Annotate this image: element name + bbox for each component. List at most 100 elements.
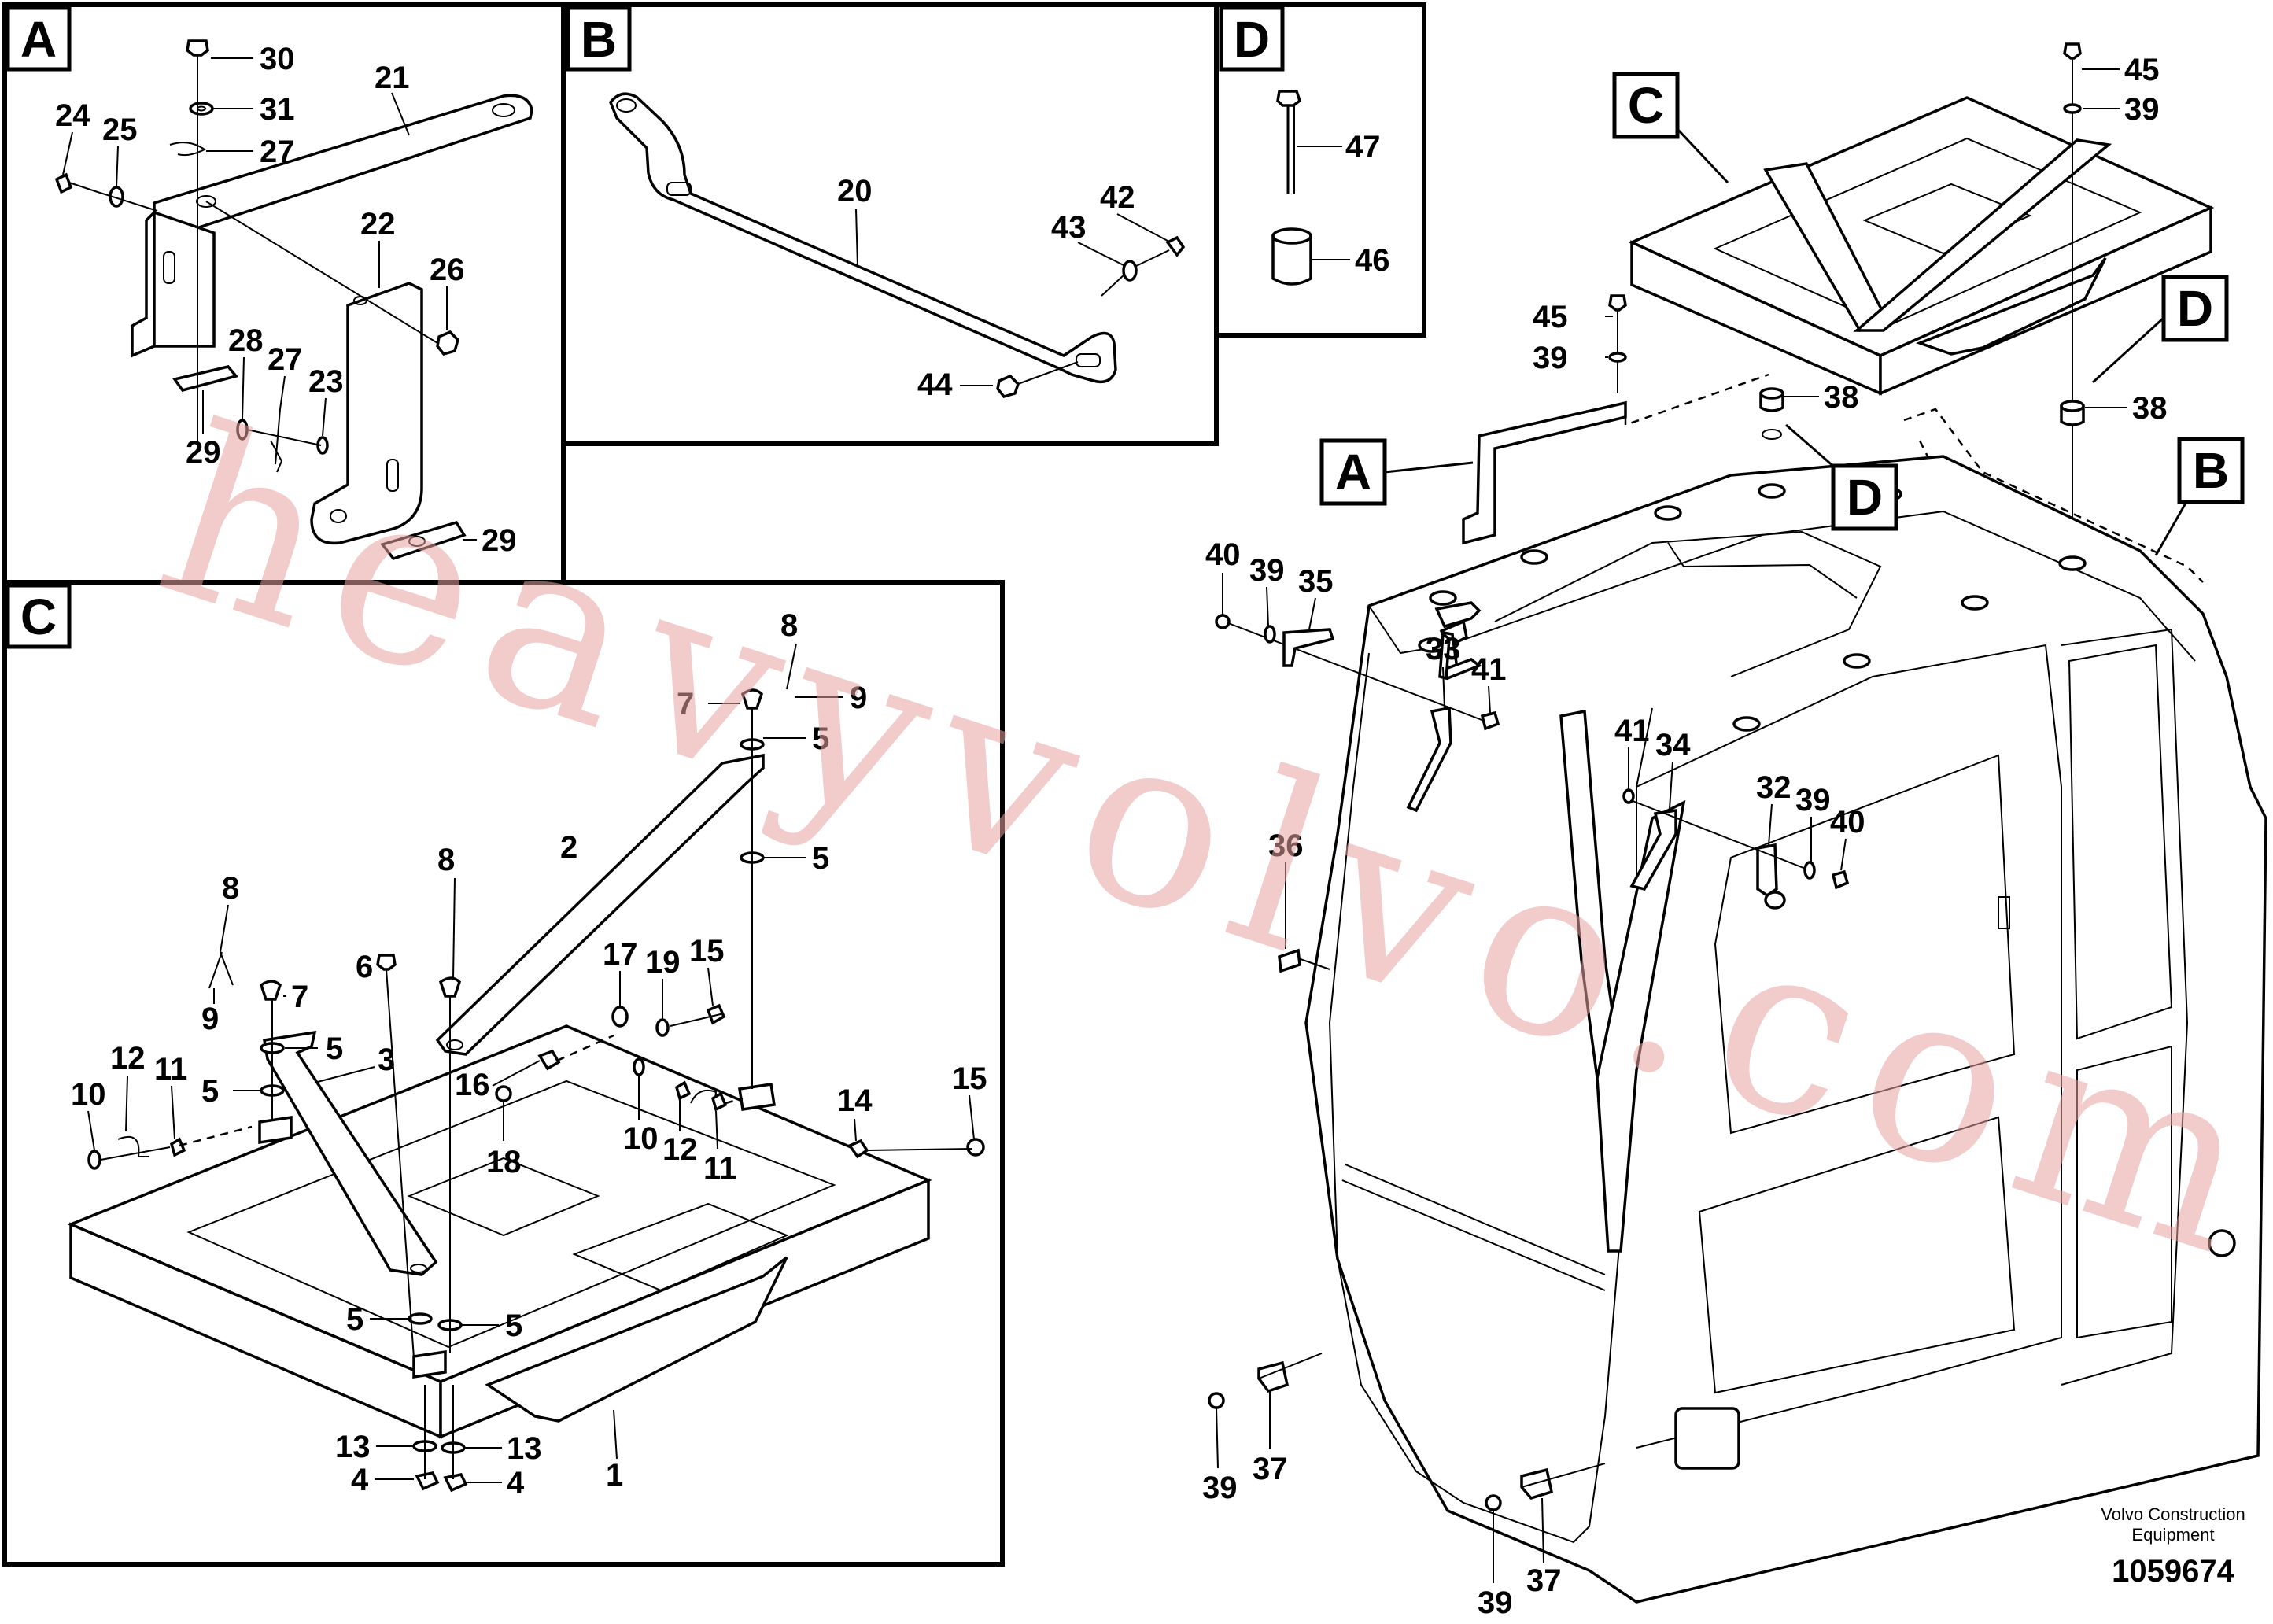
svg-text:5: 5 (505, 1308, 522, 1343)
svg-text:23: 23 (308, 364, 344, 399)
svg-text:C: C (20, 589, 57, 645)
svg-text:13: 13 (335, 1430, 371, 1464)
svg-text:44: 44 (917, 367, 953, 402)
svg-text:10: 10 (623, 1121, 659, 1156)
main-label-c: C (1612, 72, 1729, 184)
svg-text:A: A (1335, 444, 1371, 500)
svg-text:45: 45 (1533, 300, 1568, 334)
svg-text:37: 37 (1526, 1563, 1562, 1598)
svg-text:27: 27 (268, 342, 303, 377)
svg-text:4: 4 (351, 1463, 369, 1497)
svg-text:12: 12 (662, 1132, 698, 1167)
panel-c-callouts: 8 7 9 5 5 2 8 6 8 7 9 5 3 5 12 11 10 17 … (71, 608, 987, 1500)
svg-text:37: 37 (1253, 1452, 1288, 1486)
svg-text:38: 38 (1824, 380, 1859, 415)
svg-text:13: 13 (507, 1431, 542, 1466)
svg-text:7: 7 (677, 687, 694, 722)
svg-text:B: B (2193, 442, 2229, 499)
svg-text:9: 9 (201, 1002, 219, 1036)
svg-text:39: 39 (1249, 553, 1285, 588)
svg-text:34: 34 (1655, 728, 1691, 762)
svg-text:32: 32 (1756, 770, 1791, 805)
svg-text:Equipment: Equipment (2131, 1525, 2214, 1545)
panel-b-callouts: 20 42 43 44 (837, 174, 1168, 402)
svg-text:1: 1 (606, 1458, 623, 1493)
panel-c-frame (2, 580, 1005, 1567)
section-label-c: C (6, 583, 72, 649)
svg-text:12: 12 (110, 1041, 146, 1076)
svg-text:38: 38 (2132, 391, 2168, 426)
svg-text:C: C (1628, 77, 1664, 134)
svg-text:B: B (581, 11, 617, 68)
svg-text:4: 4 (507, 1466, 525, 1500)
main-cab-drawing (1208, 42, 2267, 1604)
svg-text:11: 11 (154, 1052, 187, 1087)
svg-text:7: 7 (291, 980, 308, 1014)
panel-b-drawing (609, 92, 1186, 399)
svg-text:35: 35 (1298, 564, 1334, 599)
svg-text:10: 10 (71, 1077, 106, 1112)
panel-d-drawing (1271, 90, 1312, 286)
svg-text:5: 5 (812, 722, 829, 756)
svg-text:D: D (1847, 469, 1883, 526)
svg-text:47: 47 (1345, 130, 1381, 164)
main-label-b: B (2154, 437, 2245, 556)
svg-text:5: 5 (346, 1302, 363, 1337)
svg-text:Volvo Construction: Volvo Construction (2101, 1504, 2245, 1524)
svg-text:29: 29 (482, 523, 517, 558)
svg-text:5: 5 (812, 841, 829, 876)
svg-text:14: 14 (837, 1083, 873, 1118)
svg-text:40: 40 (1205, 537, 1241, 572)
section-label-b: B (566, 6, 632, 72)
svg-text:15: 15 (689, 934, 725, 969)
svg-text:46: 46 (1355, 243, 1390, 278)
svg-text:24: 24 (55, 98, 90, 133)
footer: Volvo Construction Equipment 1059674 (2101, 1504, 2245, 1589)
panel-d-callouts: 47 46 (1297, 130, 1390, 278)
svg-text:45: 45 (2124, 53, 2160, 87)
svg-text:40: 40 (1830, 805, 1865, 840)
svg-text:2: 2 (560, 830, 577, 865)
main-label-a: A (1319, 438, 1474, 506)
svg-text:16: 16 (455, 1068, 490, 1102)
svg-text:39: 39 (1478, 1585, 1513, 1620)
svg-text:41: 41 (1614, 714, 1650, 748)
svg-text:28: 28 (228, 323, 264, 358)
main-label-d-mid: D (1785, 423, 1898, 531)
panel-b-frame (561, 2, 1219, 446)
svg-text:27: 27 (260, 135, 295, 169)
svg-text:21: 21 (375, 61, 410, 95)
svg-text:31: 31 (260, 92, 295, 127)
svg-text:39: 39 (1795, 783, 1831, 818)
section-label-a: A (6, 6, 72, 72)
svg-text:15: 15 (952, 1061, 987, 1096)
svg-text:6: 6 (356, 950, 373, 984)
svg-text:9: 9 (850, 681, 867, 715)
svg-text:A: A (20, 11, 57, 68)
svg-text:25: 25 (102, 113, 138, 147)
svg-text:42: 42 (1100, 180, 1135, 215)
panel-d-frame (1214, 2, 1426, 338)
svg-text:29: 29 (186, 435, 221, 470)
svg-text:5: 5 (201, 1074, 219, 1109)
main-callouts: 45 39 45 39 38 38 40 39 35 33 41 41 34 3… (1202, 53, 2168, 1620)
svg-text:17: 17 (603, 937, 638, 972)
svg-text:30: 30 (260, 42, 295, 76)
svg-text:39: 39 (2124, 92, 2160, 127)
svg-text:1059674: 1059674 (2112, 1554, 2234, 1589)
svg-text:41: 41 (1471, 652, 1507, 687)
svg-text:11: 11 (703, 1151, 736, 1186)
svg-text:3: 3 (378, 1043, 395, 1077)
svg-text:19: 19 (645, 945, 681, 980)
svg-text:20: 20 (837, 174, 873, 209)
svg-text:8: 8 (222, 871, 239, 906)
panel-c-drawing (67, 688, 985, 1493)
svg-text:26: 26 (430, 253, 465, 287)
svg-text:D: D (1234, 11, 1270, 68)
svg-text:33: 33 (1426, 632, 1461, 666)
svg-text:36: 36 (1268, 829, 1304, 863)
panel-a-callouts: 30 31 27 21 24 25 22 26 28 27 23 29 29 (55, 42, 517, 558)
panel-a-drawing (54, 39, 533, 561)
svg-text:8: 8 (437, 843, 455, 877)
